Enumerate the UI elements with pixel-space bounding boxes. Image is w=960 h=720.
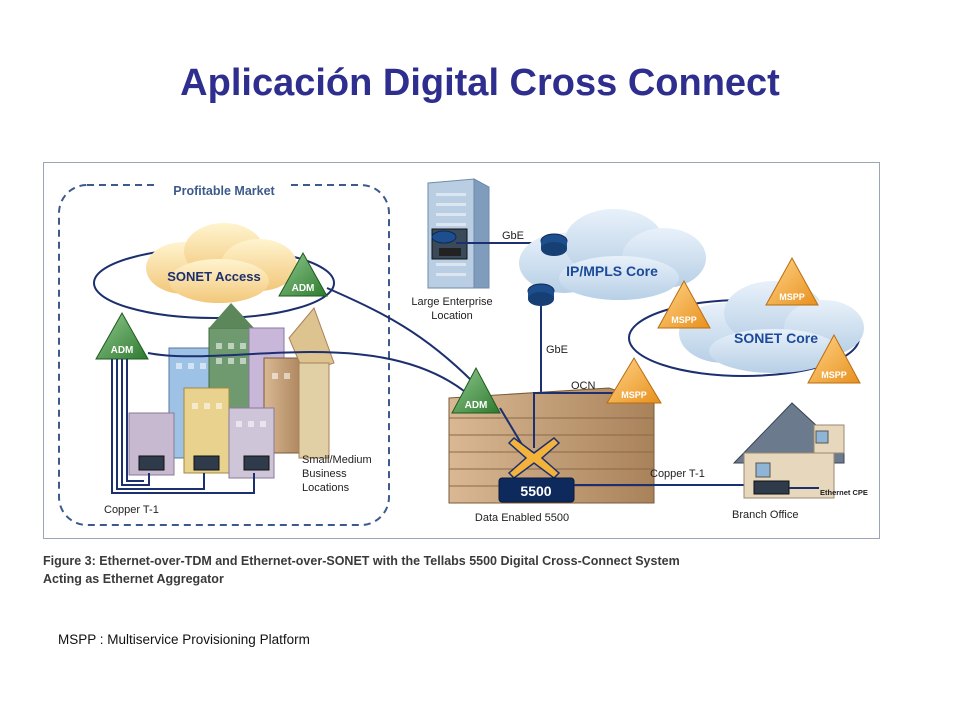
- ip-mpls-core-label: IP/MPLS Core: [566, 263, 658, 279]
- smb-label-line2: Business: [302, 468, 347, 480]
- mspp-triangle-3: [807, 333, 861, 384]
- adm-center-label: ADM: [465, 400, 488, 411]
- ocn-label: OCN: [571, 380, 596, 392]
- adm-center-triangle: [451, 366, 501, 414]
- diagram-canvas: Profitable Market SONET Access ADM ADM: [58, 178, 868, 526]
- adm-access-triangle: [278, 251, 328, 297]
- mspp-center-triangle: [606, 357, 662, 404]
- smb-label-line1: Small/Medium: [302, 454, 372, 466]
- data-enabled-label: Data Enabled 5500: [475, 512, 569, 524]
- device-number-label: 5500: [520, 483, 551, 499]
- sonet-core-label: SONET Core: [734, 330, 818, 346]
- profitable-market-label: Profitable Market: [173, 184, 275, 198]
- branch-office-label: Branch Office: [732, 509, 798, 521]
- copper-t1-left-lines: [111, 359, 255, 494]
- adm-left-to-center-line: [147, 351, 465, 392]
- smb-buildings: [128, 303, 335, 479]
- router-icon: [540, 233, 568, 256]
- footnote: MSPP : Multiservice Provisioning Platfor…: [58, 632, 310, 647]
- device-5500: [498, 477, 575, 503]
- caption-line-2: Acting as Ethernet Aggregator: [43, 572, 224, 586]
- gbe-vertical-label: GbE: [546, 344, 568, 356]
- mspp-label-2: MSPP: [779, 292, 805, 302]
- mspp-label-3: MSPP: [821, 370, 847, 380]
- adm-access-to-center-line: [326, 287, 475, 384]
- copper-t1-right-label: Copper T-1: [650, 468, 705, 480]
- sonet-access-label: SONET Access: [167, 269, 260, 284]
- mspp-triangle-1: [657, 279, 711, 329]
- mspp-center-label: MSPP: [621, 390, 647, 400]
- ethernet-cpe-label: Ethernet CPE: [820, 488, 868, 497]
- network-diagram: Profitable Market SONET Access ADM ADM: [43, 162, 880, 539]
- large-enterprise-label-line2: Location: [431, 310, 473, 322]
- gbe-top-label: GbE: [502, 230, 524, 242]
- branch-office-house: [732, 402, 845, 499]
- adm-access-label: ADM: [292, 283, 315, 294]
- adm-left-label: ADM: [111, 345, 134, 356]
- caption-line-1: Figure 3: Ethernet-over-TDM and Ethernet…: [43, 554, 680, 568]
- mspp-label-1: MSPP: [671, 315, 697, 325]
- smb-label-line3: Locations: [302, 482, 350, 494]
- figure-caption: Figure 3: Ethernet-over-TDM and Ethernet…: [43, 552, 803, 588]
- large-enterprise-building: [427, 178, 490, 289]
- slide-title: Aplicación Digital Cross Connect: [180, 62, 780, 104]
- copper-t1-left-label: Copper T-1: [104, 504, 159, 516]
- large-enterprise-label-line1: Large Enterprise: [411, 296, 492, 308]
- sonet-access-cloud: [146, 223, 297, 303]
- router-icon: [527, 283, 555, 306]
- ocn-line: [533, 392, 619, 448]
- mspp-triangle-2: [765, 256, 819, 306]
